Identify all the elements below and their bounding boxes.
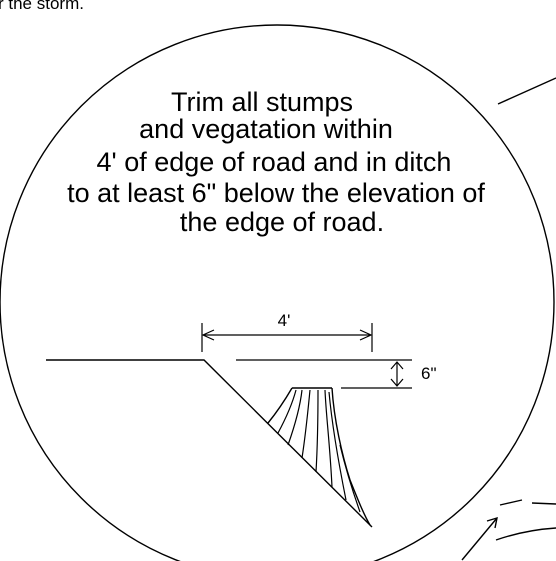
arrow-up-icon — [390, 361, 404, 370]
note-line-4: to at least 6" below the elevation of — [67, 178, 485, 208]
leader-line-top — [497, 77, 556, 105]
arrow-right-icon — [359, 329, 373, 341]
detail-circle — [0, 24, 555, 561]
note-line-1: Trim all stumps — [171, 87, 353, 117]
arrow-head-icon — [486, 516, 498, 529]
arrow-shaft — [461, 517, 498, 561]
note-line-3: 4' of edge of road and in ditch — [97, 147, 452, 177]
note-line-2: and vegatation within — [139, 114, 393, 144]
arrow-down-icon — [390, 378, 404, 387]
dimension-4ft: 4' — [201, 311, 373, 352]
arrow-left-icon — [201, 329, 215, 341]
dashed-road-edge — [499, 499, 556, 506]
note-text: Trim all stumps and vegatation within 4'… — [67, 87, 485, 237]
dimension-6in-label: 6" — [421, 364, 437, 383]
road-edge-curve — [495, 527, 556, 541]
trimmed-stump — [267, 387, 371, 526]
dimension-4ft-label: 4' — [278, 311, 291, 330]
note-line-5: the edge of road. — [180, 207, 384, 237]
header-fragment: r the storm. — [0, 0, 84, 13]
road-and-ditch-slope — [46, 359, 373, 528]
dimension-6in: 6" — [236, 359, 437, 389]
